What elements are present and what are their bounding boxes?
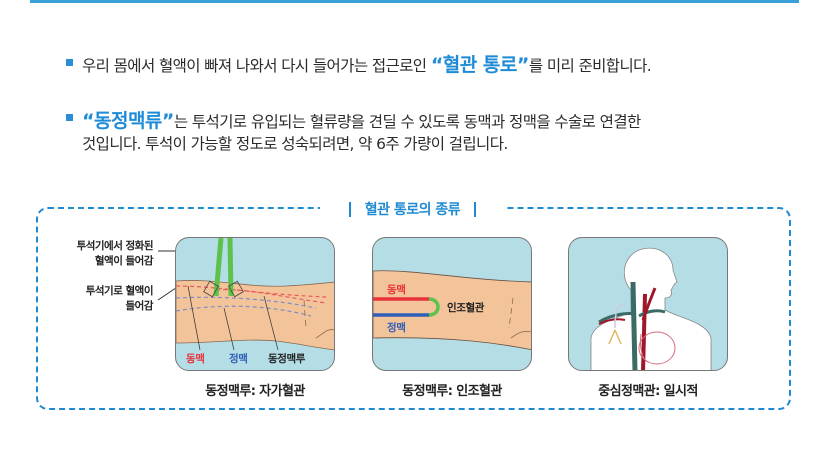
bullet-marker <box>66 114 73 121</box>
arm-fistula-illustration <box>176 238 334 351</box>
label-line: 들어감 <box>125 300 154 312</box>
top-accent-bar <box>30 0 799 3</box>
paragraph-2-line2: 것입니다. 투석이 가능할 정도로 성숙되려면, 약 6주 가량이 걸립니다. <box>82 135 508 153</box>
torso-catheter-illustration <box>590 247 712 370</box>
paragraph-2: “동정맥류”는 투석기로 유입되는 혈류량을 견딜 수 있도록 동맥과 정맥을 … <box>82 106 641 133</box>
paragraph-2-text: 는 투석기로 유입되는 혈류량을 견딜 수 있도록 동맥과 정맥을 수술로 연결… <box>173 113 641 131</box>
panel-central-catheter <box>568 237 728 371</box>
label-vein: 정맥 <box>387 322 406 334</box>
caption-native-fistula: 동정맥루: 자가혈관 <box>205 384 305 399</box>
label-vein: 정맥 <box>229 353 248 365</box>
caption-central-catheter: 중심정맥관: 일시적 <box>598 384 698 399</box>
bullet-marker <box>66 59 73 66</box>
title-divider-right <box>474 201 477 217</box>
diagram-title-background <box>320 198 505 220</box>
diagram-title: 혈관 통로의 종류 <box>320 198 505 220</box>
label-clean-blood-in: 투석기에서 정화된 혈액이 들어감 <box>40 239 154 269</box>
diagram-title-text: 혈관 통로의 종류 <box>364 202 461 218</box>
label-blood-to-dialyzer: 투석기로 혈액이 들어감 <box>40 284 154 314</box>
arm-graft-illustration <box>373 270 531 351</box>
label-artery: 동맥 <box>186 353 205 365</box>
paragraph-1-text: 우리 몸에서 혈액이 빠져 나와서 다시 들어가는 접근로인 <box>82 57 431 75</box>
label-graft: 인조혈관 <box>447 302 485 314</box>
paragraph-1-tail: 를 미리 준비합니다. <box>528 57 652 75</box>
label-artery: 동맥 <box>387 284 406 296</box>
label-line: 투석기로 혈액이 <box>85 285 154 297</box>
highlight-av-fistula: “동정맥류” <box>82 110 174 132</box>
panel-synthetic-graft: 동맥 정맥 인조혈관 <box>372 237 532 371</box>
panel-native-fistula: 동맥 정맥 동정맥루 <box>175 237 335 371</box>
paragraph-1: 우리 몸에서 혈액이 빠져 나와서 다시 들어가는 접근로인 “혈관 통로”를 … <box>82 50 652 77</box>
title-divider-left <box>348 201 351 217</box>
highlight-vascular-access: “혈관 통로” <box>430 54 530 76</box>
label-line: 투석기에서 정화된 <box>76 240 154 252</box>
label-line: 혈액이 들어감 <box>94 255 154 267</box>
label-fistula: 동정맥루 <box>268 353 306 365</box>
caption-synthetic-graft: 동정맥루: 인조혈관 <box>402 384 502 399</box>
